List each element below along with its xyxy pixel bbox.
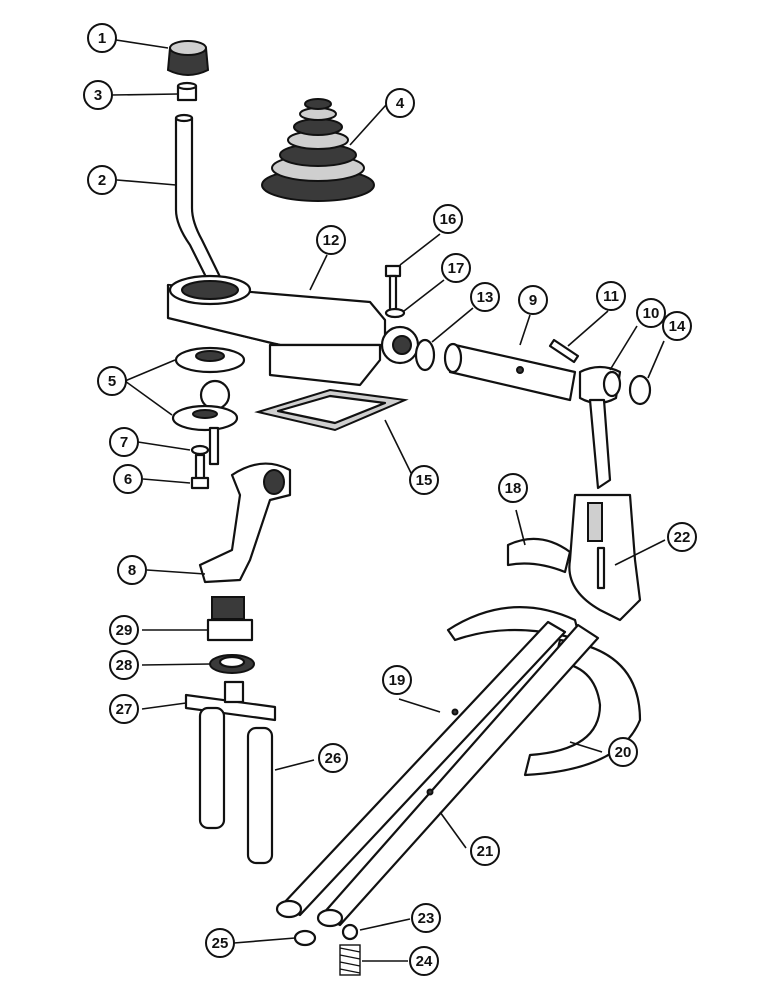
bolt-washer <box>384 307 406 319</box>
callout-10: 10 <box>636 298 666 328</box>
lever-flanges <box>171 346 246 466</box>
callout-27: 27 <box>109 694 139 724</box>
detent-plate <box>184 680 277 722</box>
svg-text:20: 20 <box>615 744 632 761</box>
selector-shaft <box>443 342 577 402</box>
svg-text:14: 14 <box>669 318 686 335</box>
callout-1: 1 <box>87 23 117 53</box>
svg-text:1: 1 <box>98 30 106 47</box>
callout-14: 14 <box>662 311 692 341</box>
svg-text:2: 2 <box>98 172 106 189</box>
callout-8: 8 <box>117 555 147 585</box>
svg-text:13: 13 <box>477 289 494 306</box>
callout-15: 15 <box>409 465 439 495</box>
callout-2: 2 <box>87 165 117 195</box>
svg-text:21: 21 <box>477 843 494 860</box>
callout-20: 20 <box>608 737 638 767</box>
shift-housing <box>166 274 420 387</box>
callout-18: 18 <box>498 473 528 503</box>
callout-7: 7 <box>109 427 139 457</box>
flange-bolt <box>190 453 210 490</box>
callout-23: 23 <box>411 903 441 933</box>
callout-4: 4 <box>385 88 415 118</box>
selector-finger <box>578 365 622 490</box>
callout-16: 16 <box>433 204 463 234</box>
callout-21: 21 <box>470 836 500 866</box>
callout-26: 26 <box>318 743 348 773</box>
svg-text:10: 10 <box>643 305 660 322</box>
callout-22: 22 <box>667 522 697 552</box>
svg-text:19: 19 <box>389 672 406 689</box>
callout-28: 28 <box>109 650 139 680</box>
callout-12: 12 <box>316 225 346 255</box>
svg-text:27: 27 <box>116 701 133 718</box>
svg-text:8: 8 <box>128 562 136 579</box>
callout-5: 5 <box>97 366 127 396</box>
switch-nut <box>209 654 255 674</box>
housing-gasket <box>254 388 409 432</box>
svg-text:25: 25 <box>212 935 229 952</box>
callout-25: 25 <box>205 928 235 958</box>
rubber-boot <box>261 98 375 202</box>
svg-text:7: 7 <box>120 434 128 451</box>
svg-text:5: 5 <box>108 373 116 390</box>
detent-ball <box>341 923 359 941</box>
svg-text:4: 4 <box>396 95 405 112</box>
flange-washer <box>190 444 210 456</box>
svg-text:29: 29 <box>116 622 133 639</box>
gear-knob <box>166 40 210 76</box>
callout-19: 19 <box>382 665 412 695</box>
callout-17: 17 <box>441 253 471 283</box>
housing-bolt <box>384 264 402 312</box>
callout-13: 13 <box>470 282 500 312</box>
neutral-switch <box>206 596 254 642</box>
shift-rails <box>275 620 600 928</box>
svg-text:18: 18 <box>505 480 522 497</box>
callout-9: 9 <box>518 285 548 315</box>
callout-3: 3 <box>83 80 113 110</box>
svg-text:3: 3 <box>94 87 102 104</box>
shift-arm <box>198 462 292 584</box>
detent-rods <box>198 706 274 865</box>
svg-text:6: 6 <box>124 471 132 488</box>
detent-spring <box>339 944 361 976</box>
svg-text:22: 22 <box>674 529 691 546</box>
svg-text:9: 9 <box>529 292 537 309</box>
knob-bushing <box>176 81 198 102</box>
leader-lines <box>111 39 666 962</box>
svg-text:24: 24 <box>416 953 433 970</box>
gear-lever <box>174 116 226 287</box>
svg-text:17: 17 <box>448 260 465 277</box>
svg-text:23: 23 <box>418 910 435 927</box>
end-plug <box>628 374 652 406</box>
roll-pin <box>548 338 580 364</box>
svg-text:12: 12 <box>323 232 340 249</box>
svg-text:28: 28 <box>116 657 133 674</box>
svg-text:15: 15 <box>416 472 433 489</box>
interlock-plug <box>293 929 317 947</box>
callout-24: 24 <box>409 946 439 976</box>
callout-6: 6 <box>113 464 143 494</box>
o-ring <box>414 338 436 372</box>
svg-text:11: 11 <box>603 288 619 305</box>
svg-text:16: 16 <box>440 211 457 228</box>
callout-29: 29 <box>109 615 139 645</box>
svg-text:26: 26 <box>325 750 342 767</box>
callout-11: 11 <box>596 281 626 311</box>
